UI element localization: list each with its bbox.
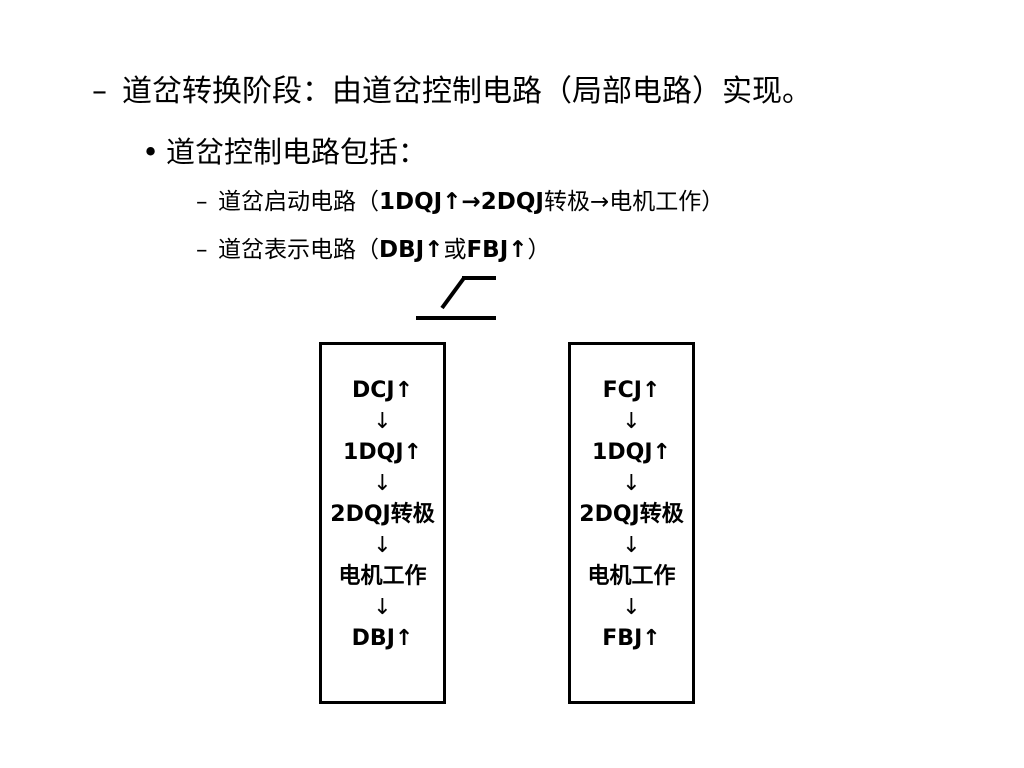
flow-step: 1DQJ↑ xyxy=(592,440,671,465)
flow-step: 2DQJ转极 xyxy=(330,502,435,527)
text-segment-bold: DBJ↑ xyxy=(379,237,444,263)
down-arrow-icon: ↓ xyxy=(622,533,641,558)
switch-symbol-icon xyxy=(416,276,496,320)
down-arrow-icon: ↓ xyxy=(373,409,392,434)
text-segment: ） xyxy=(527,237,551,263)
flow-step: DBJ↑ xyxy=(351,626,414,651)
dash-marker: – xyxy=(92,74,107,109)
flow-step: 电机工作 xyxy=(587,564,676,589)
bullet-text: 道岔控制电路包括： xyxy=(166,135,428,169)
text-segment: 道岔表示电路（ xyxy=(218,237,379,263)
bullet-line-switch-conversion: –道岔转换阶段：由道岔控制电路（局部电路）实现。 xyxy=(92,72,812,112)
sub-bullet-start-circuit: –道岔启动电路（1DQJ↑→2DQJ转极→电机工作） xyxy=(196,186,724,218)
down-arrow-icon: ↓ xyxy=(622,409,641,434)
down-arrow-icon: ↓ xyxy=(373,595,392,620)
flow-step: FBJ↑ xyxy=(602,626,661,651)
down-arrow-icon: ↓ xyxy=(373,471,392,496)
bullet-line-control-circuit: •道岔控制电路包括： xyxy=(142,132,427,172)
flow-box-left: DCJ↑ ↓ 1DQJ↑ ↓ 2DQJ转极 ↓ 电机工作 ↓ DBJ↑ xyxy=(319,342,446,704)
dash-marker: – xyxy=(196,237,208,263)
sub-bullet-indication-circuit: –道岔表示电路（DBJ↑或FBJ↑） xyxy=(196,234,551,266)
flow-sequence-right: FCJ↑ ↓ 1DQJ↑ ↓ 2DQJ转极 ↓ 电机工作 ↓ FBJ↑ xyxy=(571,375,692,654)
flow-step: 电机工作 xyxy=(338,564,427,589)
down-arrow-icon: ↓ xyxy=(373,533,392,558)
flow-step: 2DQJ转极 xyxy=(579,502,684,527)
dot-marker: • xyxy=(142,135,160,169)
flow-step: 1DQJ↑ xyxy=(343,440,422,465)
text-segment: 转极→电机工作） xyxy=(543,189,725,215)
diverging-track-line xyxy=(440,276,466,310)
down-arrow-icon: ↓ xyxy=(622,595,641,620)
down-arrow-icon: ↓ xyxy=(622,471,641,496)
text-segment-bold: 1DQJ↑→2DQJ xyxy=(379,189,544,215)
flow-step: FCJ↑ xyxy=(602,378,661,403)
text-segment-bold: FBJ↑ xyxy=(466,237,528,263)
flow-sequence-left: DCJ↑ ↓ 1DQJ↑ ↓ 2DQJ转极 ↓ 电机工作 ↓ DBJ↑ xyxy=(322,375,443,654)
text-segment: 道岔启动电路（ xyxy=(218,189,379,215)
dash-marker: – xyxy=(196,189,208,215)
flow-box-right: FCJ↑ ↓ 1DQJ↑ ↓ 2DQJ转极 ↓ 电机工作 ↓ FBJ↑ xyxy=(568,342,695,704)
flow-step: DCJ↑ xyxy=(351,378,414,403)
text-segment: 或 xyxy=(443,237,467,263)
bullet-text: 道岔转换阶段：由道岔控制电路（局部电路）实现。 xyxy=(122,74,812,109)
